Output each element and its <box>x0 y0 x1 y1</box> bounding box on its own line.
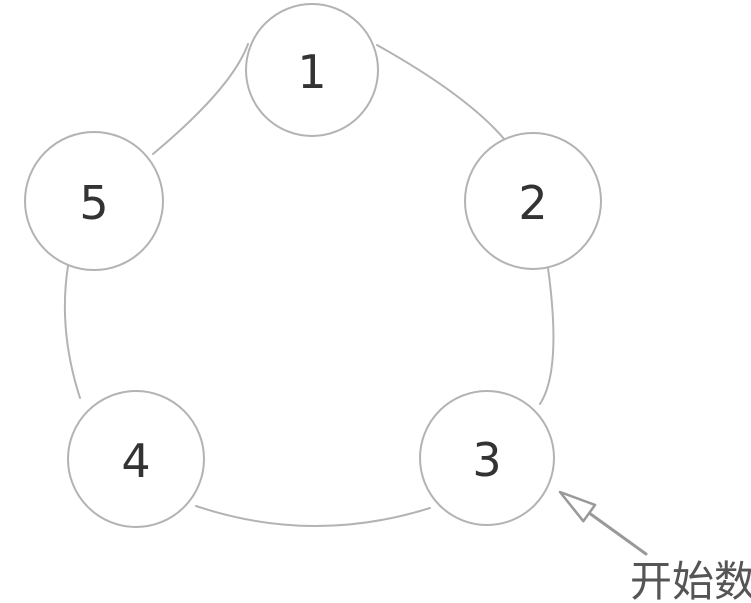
node-2[interactable]: 2 <box>464 132 602 270</box>
node-1-circle[interactable] <box>245 3 379 137</box>
arrow-shaft <box>583 508 648 556</box>
node-2-circle[interactable] <box>464 132 602 270</box>
edge-node5-node1 <box>152 43 249 155</box>
node-4-circle[interactable] <box>67 390 205 528</box>
edge-node1-node2 <box>376 44 506 141</box>
node-2-label: 2 <box>518 176 547 230</box>
node-4-label: 4 <box>121 434 150 488</box>
node-4[interactable]: 4 <box>67 390 205 528</box>
node-3-circle[interactable] <box>419 390 555 526</box>
edge-group <box>63 43 555 527</box>
node-1[interactable]: 1 <box>245 3 379 137</box>
node-5-label: 5 <box>79 176 108 230</box>
node-1-label: 1 <box>297 45 326 99</box>
start-count-arrow <box>558 490 648 556</box>
node-3[interactable]: 3 <box>419 390 555 526</box>
edge-node3-node4 <box>195 505 431 527</box>
node-3-label: 3 <box>472 433 501 487</box>
start-count-label: 开始数 <box>630 557 751 603</box>
arrow-head-icon <box>558 490 597 523</box>
edge-node2-node3 <box>539 267 555 405</box>
node-5-circle[interactable] <box>24 131 164 271</box>
node-5[interactable]: 5 <box>24 131 164 271</box>
edge-node4-node5 <box>63 265 81 399</box>
